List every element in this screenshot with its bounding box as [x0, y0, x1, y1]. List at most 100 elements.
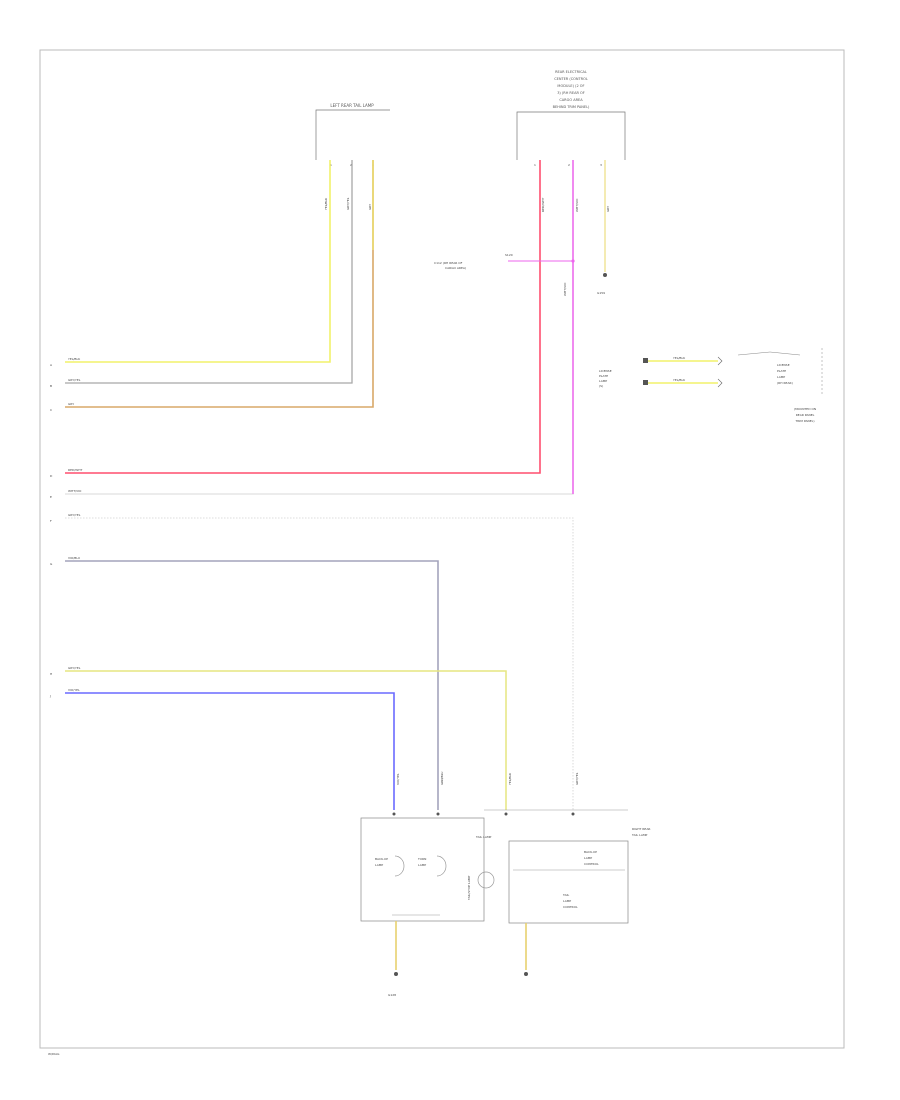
connector-pin-icon — [643, 380, 648, 385]
wire-code: GRN/BLU — [440, 772, 444, 785]
module-label: LICENSE — [777, 363, 790, 367]
wire-code: GRY/YEL — [68, 378, 81, 382]
wire-pin: E — [50, 495, 52, 499]
wire-pin: J — [49, 694, 51, 698]
inner-label2: TAIL — [562, 893, 570, 897]
top-connector-pin: 1 — [534, 163, 536, 167]
wire-pin: B — [50, 384, 52, 388]
wire-code: YEL/BLK — [324, 197, 328, 210]
wire-gry-yel — [65, 160, 353, 384]
wire-code: RED/WHT — [541, 197, 545, 212]
wire-code: GRY/YEL — [68, 513, 81, 517]
bulb-icon — [477, 871, 495, 889]
wire-vio-blu — [65, 560, 439, 810]
lamp-label: TAIL LAMP — [631, 833, 648, 837]
top-connector-label: CENTER (CONTROL — [554, 77, 588, 81]
wire-code: VIO/BLU — [68, 556, 80, 560]
top-connector-label: MODULE) (2 OF — [557, 84, 584, 88]
splice: S120 C112 (RH REAR OF CARGO AREA) WHT/VI… — [434, 253, 575, 296]
right-connector: LICENSE PLATE LAMP (S) YEL/BLK YEL/BLK L… — [599, 348, 823, 423]
lamp-label: TAIL LAMP — [475, 835, 492, 839]
left-wire-labels: A YEL/BLK B GRY/YEL C GRY D RED/WHT E WH… — [49, 357, 83, 698]
bulb-label: LAMP — [375, 863, 383, 867]
top-connector-pin: 3 — [600, 163, 602, 167]
wire-gry-yel-3 — [65, 670, 507, 810]
wire-code: VIO/YEL — [68, 688, 80, 692]
module-label: LAMP — [777, 375, 785, 379]
wire-gry — [65, 160, 374, 408]
wire-pin: F — [50, 519, 52, 523]
wire-yel-blk — [65, 160, 331, 363]
wire-code: WHT/VIO — [575, 198, 579, 212]
left-connector-label: LEFT REAR TAIL LAMP — [330, 103, 374, 108]
wire-pin: C — [50, 408, 52, 412]
ground-icon — [603, 273, 607, 277]
bulb-label: TURN — [417, 857, 426, 861]
right-connector-side-label: PLATE — [599, 374, 608, 378]
top-connector-label: REAR ELECTRICAL — [555, 70, 587, 74]
left-connector-pin: 1 — [330, 163, 332, 167]
wire-red-wht — [65, 160, 541, 474]
wire-pin: A — [50, 363, 53, 367]
inner-label: CONTROL — [584, 862, 599, 866]
left-connector: LEFT REAR TAIL LAMP 1 2 3 YEL/BLK GRY/YE… — [315, 103, 390, 210]
wire-code: YEL/BLK — [673, 378, 686, 382]
inner-label2: CONTROL — [563, 905, 578, 909]
wire-code: GRY — [368, 204, 372, 210]
right-connector-below-label: REAR PANEL — [796, 413, 815, 417]
wire-wht-vio — [65, 160, 574, 495]
splice-label: C112 (RH REAR OF — [434, 261, 463, 265]
right-connector-side-label: LAMP — [599, 379, 607, 383]
tail-lamp-housing — [360, 817, 485, 922]
module-label: (RH REAR) — [777, 381, 793, 385]
splice-tag: S120 — [505, 253, 513, 257]
wire-code: GRY/YEL — [575, 772, 579, 785]
top-connector-label: BEHIND TRIM PANEL) — [553, 105, 590, 109]
footer-code: W/DIAG — [48, 1052, 60, 1056]
module-label: PLATE — [777, 369, 786, 373]
ground-top: G159 — [597, 160, 607, 295]
wire-code: WHT/VIO — [68, 489, 82, 493]
wire-vio-yel — [65, 692, 395, 810]
wire-code: VIO/YEL — [396, 773, 400, 785]
ground-label: G159 — [597, 291, 605, 295]
left-connector-pin: 2 — [350, 163, 352, 167]
inner-label: LAMP — [584, 856, 592, 860]
top-connector-label: CARGO AREA — [559, 98, 583, 102]
wire-code: GRY/YEL — [346, 197, 350, 210]
right-connector-below-label: TRIM PANEL) — [795, 419, 815, 423]
top-connector: REAR ELECTRICAL CENTER (CONTROL MODULE) … — [516, 70, 626, 212]
control-module — [508, 840, 629, 924]
bottom-lamp: VIO/YEL GRN/BLU YEL/BLK GRY/YEL BACK-UP … — [360, 772, 650, 997]
wire-code: YEL/BLK — [68, 357, 81, 361]
wire-gry-yel-2 — [65, 517, 574, 810]
wire-code: GRY/YEL — [68, 666, 81, 670]
wire-code: GRY — [606, 206, 610, 212]
top-connector-pin: 2 — [568, 163, 570, 167]
lamp-label: RIGHT REAR — [632, 827, 650, 831]
tail-label: TAIL/STOP LAMP — [467, 876, 471, 901]
wire-code: WHT/VIO — [563, 282, 567, 296]
splice-label: CARGO AREA) — [445, 266, 466, 270]
wire-pin: G — [50, 562, 53, 566]
bulb-icon — [436, 855, 447, 877]
wire-code: RED/WHT — [68, 468, 83, 472]
ground-label: G128 — [388, 993, 396, 997]
bulb-label: BACK-UP — [375, 857, 388, 861]
wire-pin: D — [50, 474, 53, 478]
wire-code: YEL/BLK — [673, 356, 686, 360]
inner-label2: LAMP — [563, 899, 571, 903]
right-connector-side-label: LICENSE — [599, 369, 612, 373]
wire-pin: H — [50, 672, 52, 676]
bulb-icon — [394, 855, 405, 877]
diagram-frame — [39, 49, 845, 1049]
bulb-label: LAMP — [418, 863, 426, 867]
connector-pin-icon — [643, 358, 648, 363]
inner-label: BACK-UP — [584, 850, 597, 854]
wire-code: YEL/BLK — [508, 772, 512, 785]
ground-icon — [394, 972, 398, 976]
right-connector-below-label: (MOUNTED ON — [794, 407, 816, 411]
ground-icon — [524, 972, 528, 976]
right-connector-side-label: (S) — [599, 384, 603, 388]
